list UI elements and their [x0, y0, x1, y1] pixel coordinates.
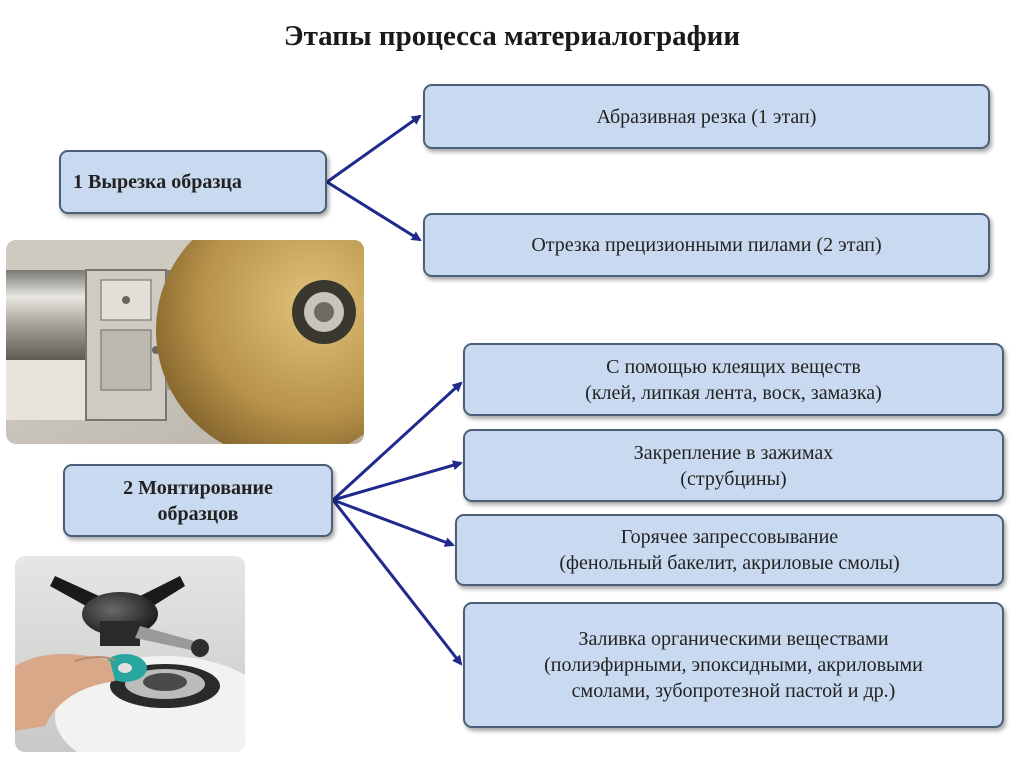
stage1-box: 1 Вырезка образца — [59, 150, 327, 214]
cold-casting-line3: смолами, зубопротезной пастой и др.) — [571, 680, 896, 702]
stage2-label-line2: образцов — [157, 502, 239, 525]
cold-casting-line2: (полиэфирными, эпоксидными, акриловыми — [544, 654, 923, 676]
arrow-stage1-to-abrasive — [326, 114, 422, 184]
arrow-stage2-to-casting — [331, 499, 463, 666]
clamp-mount-box: Закрепление в зажимах (струбцины) — [463, 429, 1004, 502]
hot-press-line2: (фенольный бакелит, акриловые смолы) — [559, 552, 900, 574]
stage2-box: 2 Монтирование образцов — [63, 464, 333, 537]
mounting-press-photo — [15, 556, 245, 752]
arrow-stage2-to-adhesive — [331, 381, 463, 502]
adhesive-mount-line1: С помощью клеящих веществ — [606, 355, 861, 378]
hot-press-box: Горячее запрессовывание (фенольный бакел… — [455, 514, 1004, 586]
arrow-stage2-to-hotpress — [332, 498, 455, 547]
cold-casting-line1: Заливка органическими веществами — [578, 628, 889, 650]
hot-press-line1: Горячее запрессовывание — [620, 526, 839, 548]
arrow-stage2-to-clamps — [332, 460, 463, 502]
abrasive-cutting-text: Абразивная резка (1 этап) — [596, 105, 817, 128]
cold-casting-box: Заливка органическими веществами (полиэф… — [463, 602, 1004, 728]
cutting-machine-photo — [6, 240, 364, 444]
stage1-label: 1 Вырезка образца — [73, 171, 242, 193]
adhesive-mount-box: С помощью клеящих веществ (клей, липкая … — [463, 343, 1004, 416]
precision-saw-box: Отрезка прецизионными пилами (2 этап) — [423, 213, 990, 277]
clamp-mount-line1: Закрепление в зажимах — [633, 441, 834, 464]
clamp-mount-line2: (струбцины) — [680, 467, 787, 490]
abrasive-cutting-box: Абразивная резка (1 этап) — [423, 84, 990, 149]
adhesive-mount-line2: (клей, липкая лента, воск, замазка) — [585, 381, 882, 404]
page-title: Этапы процесса материалографии — [283, 20, 741, 52]
precision-saw-text: Отрезка прецизионными пилами (2 этап) — [531, 234, 882, 256]
arrow-stage1-to-saw — [326, 180, 422, 242]
stage2-label-line1: 2 Монтирование — [123, 476, 273, 499]
